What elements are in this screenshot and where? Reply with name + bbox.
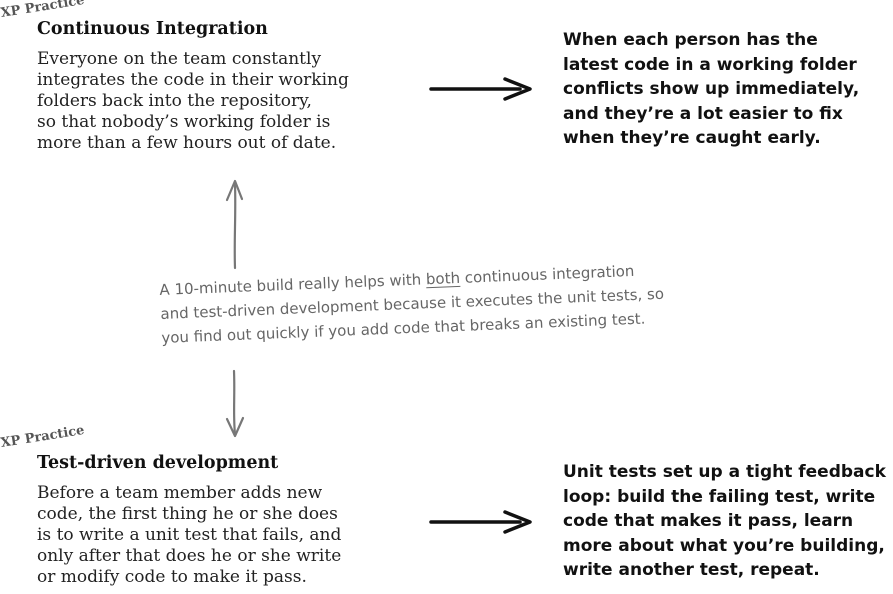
callout-line: when they’re caught early.	[563, 128, 821, 148]
xp-practice-badge-2: XP Practice	[0, 422, 86, 451]
callout-line: conflicts show up immediately,	[563, 79, 860, 99]
description-line: Before a team member adds new	[37, 483, 323, 503]
description-line: or modify code to make it pass.	[37, 567, 307, 587]
callout-line: and they’re a lot easier to fix	[563, 103, 843, 124]
annotation-underlined-word: both	[425, 268, 461, 289]
callout-line: Unit tests set up a tight feedback	[563, 462, 886, 482]
practice-description-continuous-integration: Everyone on the team constantly integrat…	[37, 49, 417, 154]
description-line: code, the first thing he or she does	[37, 504, 338, 524]
right-arrow-icon	[429, 77, 532, 101]
callout-line: write another test, repeat.	[563, 560, 820, 580]
callout-test-driven-development: Unit tests set up a tight feedback loop:…	[563, 460, 888, 583]
callout-line: more about what you’re building,	[563, 535, 885, 556]
description-line: folders back into the repository,	[37, 91, 312, 111]
description-line: so that nobody’s working folder is	[37, 112, 331, 132]
callout-line: loop: build the failing test, write	[563, 486, 876, 507]
description-line: integrates the code in their working	[37, 70, 349, 90]
callout-line: code that makes it pass, learn	[563, 511, 854, 531]
description-line: more than a few hours out of date.	[37, 133, 337, 153]
description-line: only after that does he or she write	[37, 546, 342, 566]
callout-line: latest code in a working folder	[563, 54, 857, 75]
practice-description-test-driven-development: Before a team member adds new code, the …	[37, 483, 407, 588]
practice-title-continuous-integration: Continuous Integration	[37, 19, 268, 39]
practice-title-test-driven-development: Test-driven development	[37, 453, 279, 473]
description-line: Everyone on the team constantly	[37, 49, 322, 69]
up-arrow-icon	[225, 179, 244, 270]
down-arrow-icon	[225, 369, 245, 438]
description-line: is to write a unit test that fails, and	[37, 525, 342, 545]
xp-practice-badge-1: XP Practice	[0, 0, 86, 21]
callout-line: When each person has the	[563, 30, 818, 50]
handwritten-annotation: A 10-minute build really helps with both…	[159, 258, 665, 350]
callout-continuous-integration: When each person has the latest code in …	[563, 28, 883, 151]
right-arrow-icon	[429, 510, 532, 534]
